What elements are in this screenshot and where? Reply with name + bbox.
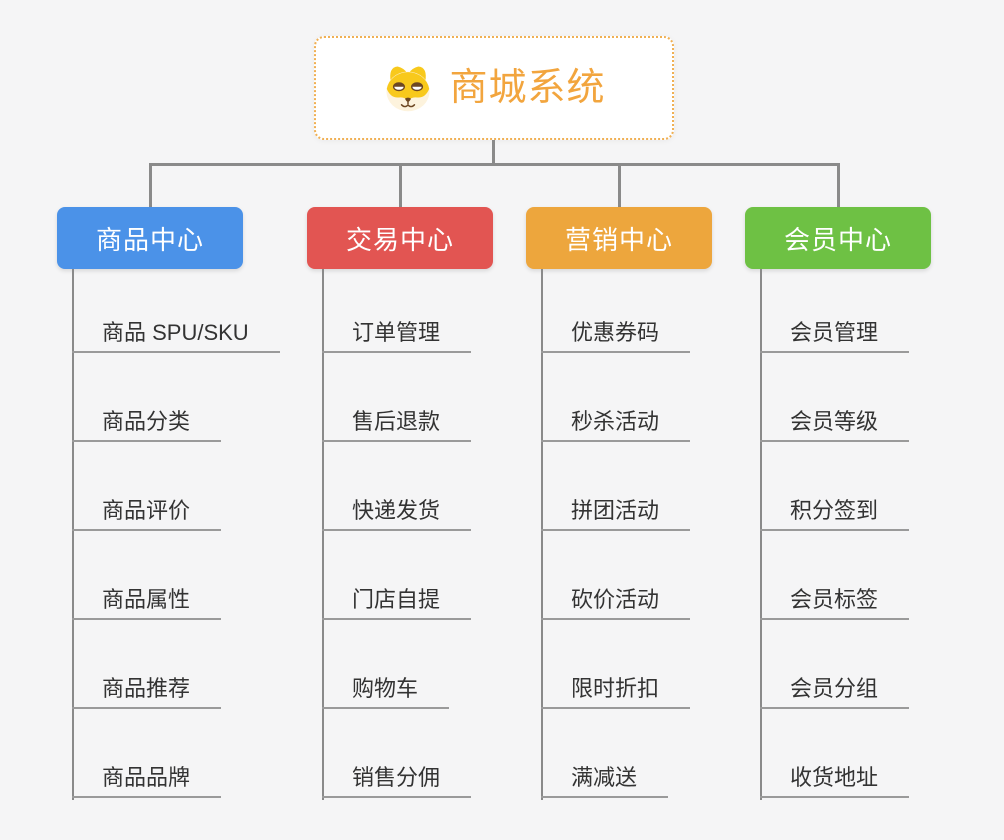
branch-node[interactable]: 会员中心	[745, 207, 931, 269]
topic-node[interactable]: 商品品牌	[72, 760, 222, 798]
topic-node[interactable]: 购物车	[322, 671, 450, 709]
branch-drop-line	[148, 163, 152, 207]
root-title: 商城系统	[449, 67, 606, 109]
branch-node[interactable]: 营销中心	[526, 207, 712, 269]
tree-bus-line	[149, 163, 840, 166]
topic-node[interactable]: 商品推荐	[72, 671, 222, 709]
branch-spine-line	[541, 269, 543, 800]
topic-node[interactable]: 商品属性	[72, 582, 222, 620]
dog-face-icon	[386, 66, 431, 112]
topic-node[interactable]: 优惠券码	[541, 315, 691, 353]
topic-node[interactable]: 满减送	[541, 760, 669, 798]
topic-node[interactable]: 会员管理	[760, 315, 910, 353]
topic-node[interactable]: 砍价活动	[541, 582, 691, 620]
topic-node[interactable]: 订单管理	[322, 315, 472, 353]
topic-node[interactable]: 商品分类	[72, 404, 222, 442]
branch-drop-line	[398, 163, 402, 207]
branch-spine-line	[760, 269, 762, 800]
root-connector-line	[492, 140, 495, 163]
topic-node[interactable]: 会员标签	[760, 582, 910, 620]
topic-node[interactable]: 拼团活动	[541, 493, 691, 531]
branch-node[interactable]: 商品中心	[57, 207, 243, 269]
topic-node[interactable]: 商品评价	[72, 493, 222, 531]
topic-node[interactable]: 会员等级	[760, 404, 910, 442]
topic-node[interactable]: 秒杀活动	[541, 404, 691, 442]
root-node[interactable]: 商城系统	[314, 36, 674, 140]
branch-spine-line	[322, 269, 324, 800]
branch-spine-line	[72, 269, 74, 800]
topic-node[interactable]: 会员分组	[760, 671, 910, 709]
topic-node[interactable]: 门店自提	[322, 582, 472, 620]
topic-node[interactable]: 商品 SPU/SKU	[72, 315, 280, 353]
topic-node[interactable]: 快递发货	[322, 493, 472, 531]
topic-node[interactable]: 销售分佣	[322, 760, 472, 798]
branch-drop-line	[836, 163, 840, 207]
topic-node[interactable]: 积分签到	[760, 493, 910, 531]
branch-node[interactable]: 交易中心	[307, 207, 493, 269]
branch-drop-line	[617, 163, 621, 207]
topic-node[interactable]: 收货地址	[760, 760, 910, 798]
topic-node[interactable]: 售后退款	[322, 404, 472, 442]
topic-node[interactable]: 限时折扣	[541, 671, 691, 709]
